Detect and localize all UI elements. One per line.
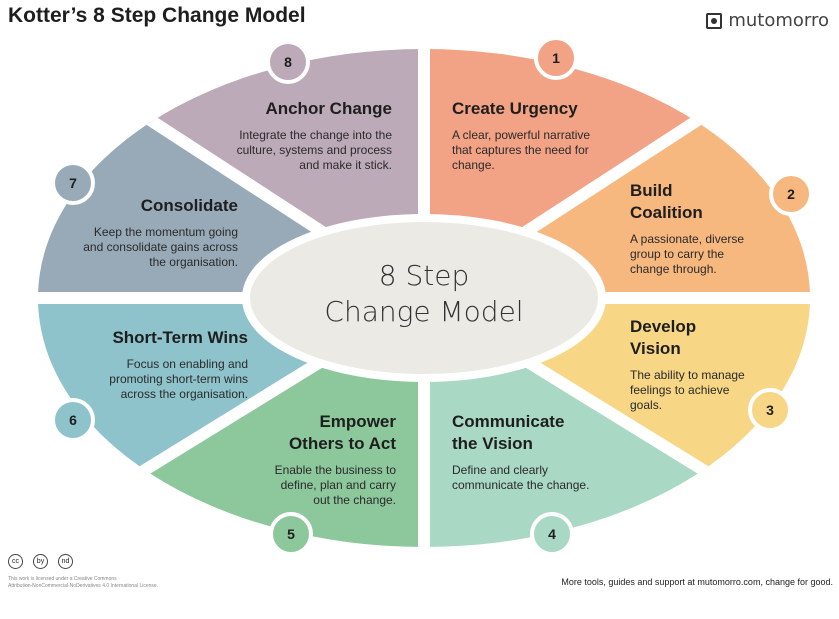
step-number-3: 3: [748, 388, 792, 432]
step-number-4: 4: [530, 512, 574, 556]
step-number-7: 7: [51, 161, 95, 205]
no-derivatives-icon: nd: [58, 554, 73, 569]
step-number-5: 5: [269, 512, 313, 556]
brand-logo[interactable]: mutomorro: [706, 10, 829, 31]
license-text: This work is licensed under a Creative C…: [8, 576, 159, 589]
footer-text: More tools, guides and support at mutomo…: [561, 577, 833, 587]
center-ellipse: [242, 214, 606, 382]
brand-name: mutomorro: [728, 10, 829, 31]
step-number-8: 8: [266, 40, 310, 84]
cc-icon: cc: [8, 554, 23, 569]
license-icons[interactable]: cc by nd: [8, 554, 73, 569]
step-number-1: 1: [534, 36, 578, 80]
attribution-icon: by: [33, 554, 48, 569]
step-number-2: 2: [769, 172, 813, 216]
page-title: Kotter’s 8 Step Change Model: [8, 4, 306, 27]
step-number-6: 6: [51, 398, 95, 442]
logo-icon: [706, 12, 723, 29]
